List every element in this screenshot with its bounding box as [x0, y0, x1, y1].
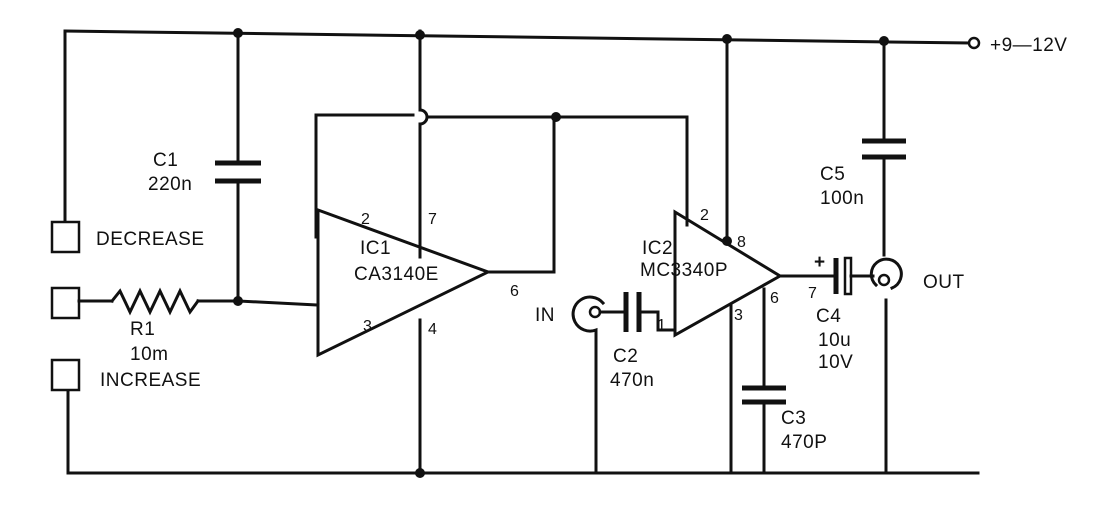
ic1-supply-wire [418, 29, 429, 259]
output-jack [869, 257, 903, 475]
ground-rail [66, 389, 980, 475]
c2-name: C2 [613, 346, 638, 367]
ic2-pin-8: 8 [737, 234, 746, 251]
in-label: IN [535, 305, 555, 326]
ic1-name: IC1 [360, 238, 391, 259]
ic1-output-wire [486, 115, 556, 274]
c3-name: C3 [781, 408, 806, 429]
decrease-pad [50, 220, 81, 254]
c4-value: 10u [818, 330, 851, 351]
ic1-pin-2: 2 [361, 211, 370, 228]
r1-name: R1 [130, 319, 155, 340]
capacitor-c3 [742, 287, 786, 475]
c1-value: 220n [148, 174, 192, 195]
capacitor-c2 [623, 292, 677, 332]
supply-terminal [967, 36, 981, 50]
increase-pad [50, 358, 81, 392]
c5-value: 100n [820, 188, 864, 209]
ic2-part: MC3340P [640, 260, 728, 281]
capacitor-c5 [862, 38, 906, 257]
ic1-pin-7: 7 [428, 211, 437, 228]
resistor-r1 [77, 287, 240, 316]
c1-name: C1 [153, 150, 178, 171]
ic1-pin-6: 6 [510, 283, 519, 300]
junction-dots [233, 28, 889, 478]
ic1-pin-3: 3 [363, 318, 372, 335]
c2-value: 470n [610, 370, 654, 391]
ic1-noninv-wire [236, 299, 320, 307]
supply-label: +9—12V [990, 35, 1067, 56]
ic1-part: CA3140E [354, 264, 439, 285]
ic2-pin-6: 6 [770, 290, 779, 307]
c5-name: C5 [820, 164, 845, 185]
input-jack [571, 295, 625, 475]
ic2-name: IC2 [642, 238, 673, 259]
capacitor-c4 [778, 256, 875, 296]
ic1-feedback-loop [314, 113, 415, 239]
sense-pad [50, 286, 81, 320]
capacitor-c1 [215, 29, 261, 303]
c4-polarity: + [814, 252, 826, 273]
decrease-label: DECREASE [96, 229, 205, 250]
supply-rail [63, 29, 981, 50]
ic2-pin-3: 3 [734, 307, 743, 324]
ic1-opamp [316, 207, 492, 358]
c3-value: 470P [781, 432, 827, 453]
c4-voltage: 10V [818, 352, 853, 373]
r1-value: 10m [130, 344, 168, 365]
out-label: OUT [923, 272, 965, 293]
ic2-pin-2: 2 [700, 207, 709, 224]
increase-label: INCREASE [100, 370, 201, 391]
c4-name: C4 [816, 306, 841, 327]
ic2-pin-7: 7 [808, 285, 817, 302]
control-bus [425, 115, 689, 227]
ic2-pin-1: 1 [657, 317, 666, 334]
ic1-pin-4: 4 [428, 321, 437, 338]
